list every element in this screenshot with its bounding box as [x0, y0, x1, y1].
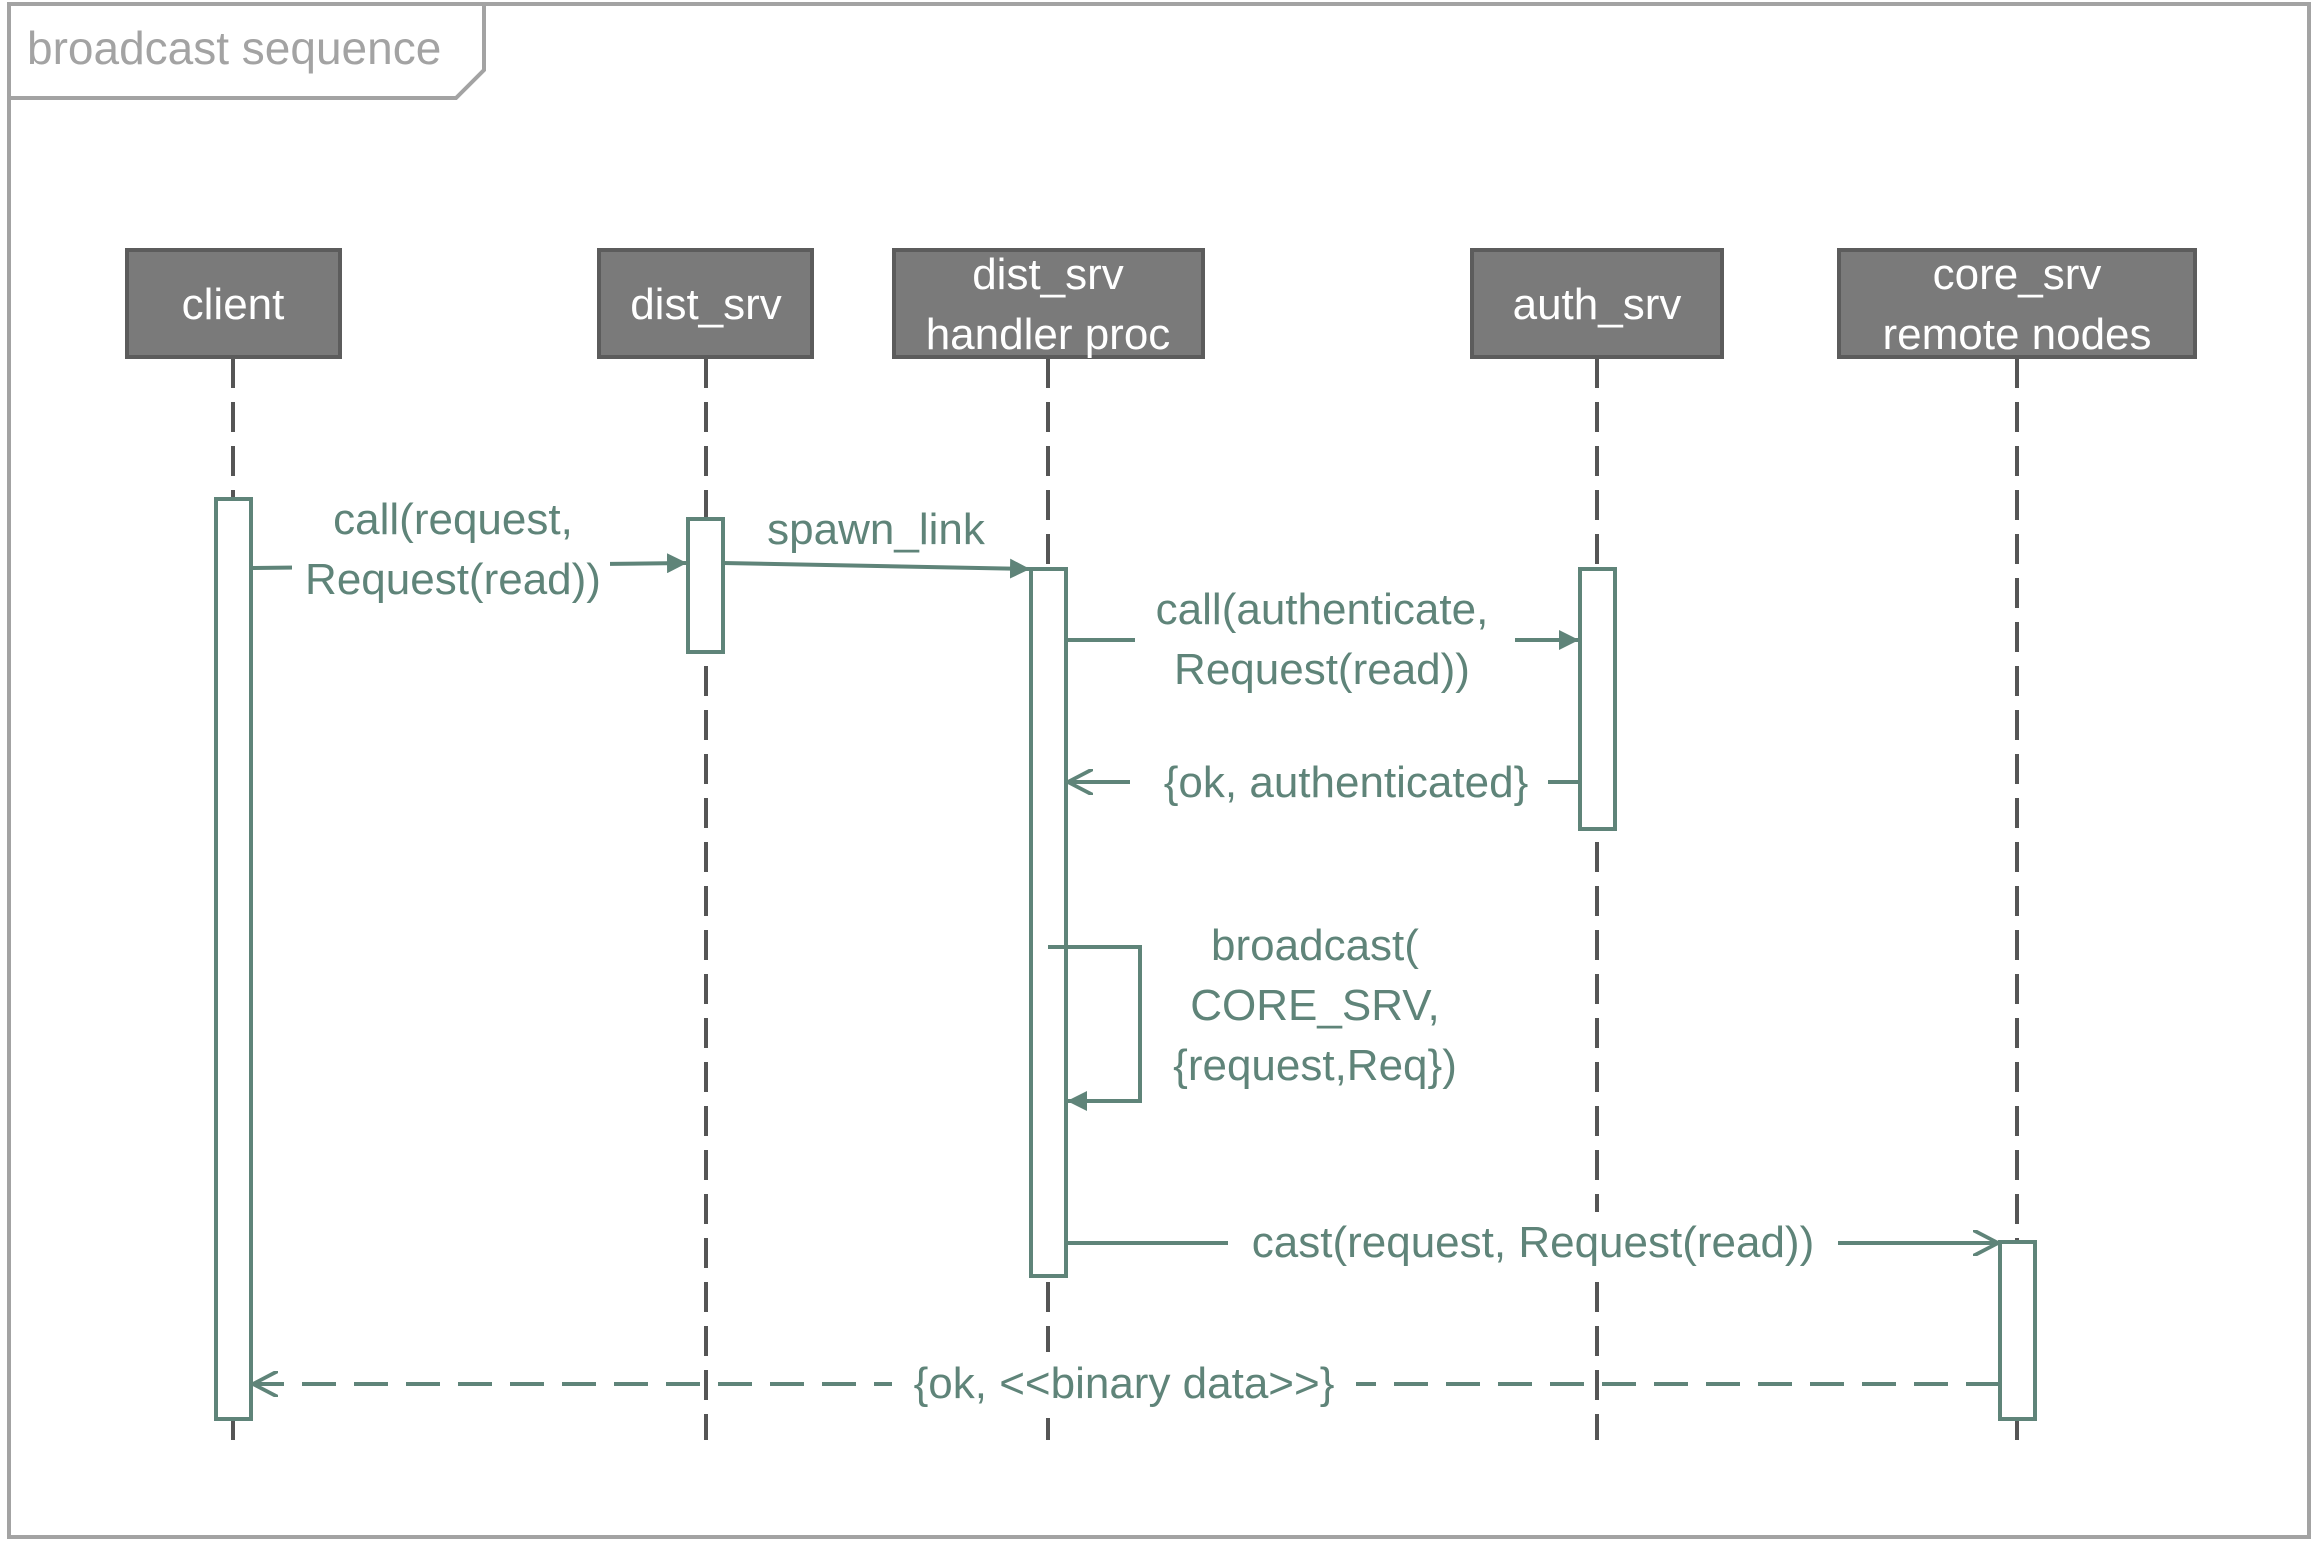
- label-backdrop: [892, 1352, 1356, 1418]
- message-arrow: [722, 558, 1030, 579]
- label-backdrop: [1130, 750, 1548, 816]
- lifeline-header-client: client: [125, 248, 342, 359]
- lifeline-header-box: [125, 248, 342, 359]
- lifeline-header-core-srv: core_srv remote nodes: [1837, 248, 2197, 359]
- lifeline-label-auth-srv: auth_srv: [1513, 280, 1682, 329]
- message-label-line1: call(authenticate,: [1156, 585, 1489, 634]
- frame-title-tab: [9, 4, 486, 100]
- activation-auth-srv: [1578, 567, 1617, 831]
- lifeline-header-box: [892, 248, 1205, 359]
- message-label-line2: Request(read)): [305, 555, 601, 604]
- activation-client: [214, 497, 253, 1421]
- lifeline-header-auth-srv: auth_srv: [1470, 248, 1724, 359]
- message-label-line1: {ok, authenticated}: [1164, 758, 1529, 807]
- message-broadcast: broadcast( CORE_SRV, {request,Req}): [1048, 921, 1457, 1111]
- message-label-line1: {ok, <<binary data>>}: [914, 1359, 1335, 1408]
- message-ok-authenticated: {ok, authenticated}: [1068, 750, 1580, 816]
- message-label-line1: cast(request, Request(read)): [1252, 1218, 1814, 1267]
- lifeline-label-client: client: [182, 280, 285, 329]
- message-label-line1: broadcast(: [1211, 921, 1419, 970]
- lifeline-label-handler-line2: handler proc: [926, 310, 1171, 359]
- activation-bars: [214, 497, 2037, 1421]
- activation-core-srv: [1998, 1240, 2037, 1421]
- message-label-line2: Request(read)): [1174, 645, 1470, 694]
- lifeline-header-dist-srv: dist_srv: [597, 248, 814, 359]
- lifeline-label-handler-line1: dist_srv: [972, 250, 1124, 299]
- message-cast-request: cast(request, Request(read)): [1066, 1212, 1998, 1278]
- message-arrow: [1048, 945, 1142, 1111]
- message-call-authenticate: call(authenticate, Request(read)): [1066, 582, 1579, 694]
- frame-title: broadcast sequence: [27, 22, 441, 74]
- message-call-request: call(request, Request(read)): [250, 495, 687, 605]
- lifeline-header-box: [597, 248, 814, 359]
- lifeline-label-dist-srv: dist_srv: [630, 280, 782, 329]
- diagram-frame: [7, 2, 2311, 1539]
- lifeline-header-box: [1837, 248, 2197, 359]
- activation-handler: [1029, 567, 1068, 1278]
- activation-dist-srv: [686, 517, 725, 654]
- label-backdrop: [1228, 1212, 1838, 1278]
- lifeline-label-core-srv-line1: core_srv: [1933, 250, 2102, 299]
- message-label-line1: spawn_link: [767, 505, 986, 554]
- message-label-line2: CORE_SRV,: [1190, 981, 1439, 1030]
- message-ok-binary-data: {ok, <<binary data>>}: [253, 1352, 2000, 1418]
- lifeline-label-core-srv-line2: remote nodes: [1882, 310, 2151, 359]
- lifeline-header-box: [1470, 248, 1724, 359]
- label-backdrop: [292, 495, 610, 605]
- label-backdrop: [1135, 582, 1515, 694]
- message-spawn-link: spawn_link: [722, 505, 1030, 579]
- lifeline-header-handler: dist_srv handler proc: [892, 248, 1205, 359]
- message-label-line1: call(request,: [333, 495, 573, 544]
- message-label-line3: {request,Req}): [1173, 1041, 1457, 1090]
